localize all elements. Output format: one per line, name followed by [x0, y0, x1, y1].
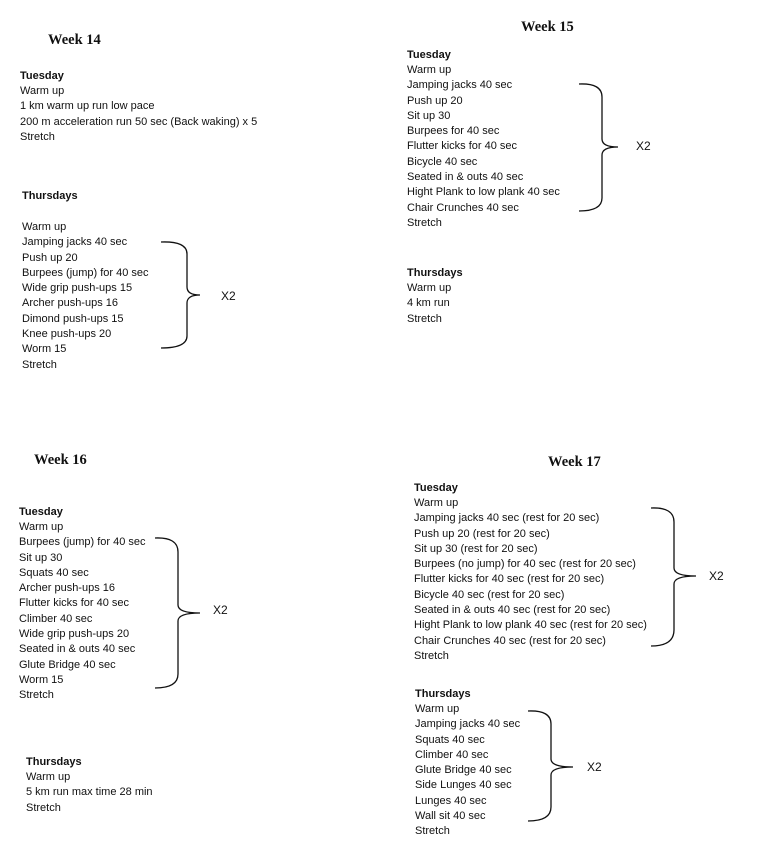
list-item: Dimond push-ups 15: [22, 312, 124, 325]
list-item: Seated in & outs 40 sec (rest for 20 sec…: [414, 604, 611, 617]
week-14-title: Week 14: [48, 32, 101, 48]
week-14-thursday-brace-icon: [160, 241, 201, 349]
list-item: Bicycle 40 sec: [407, 155, 478, 168]
list-item: Burpees (no jump) for 40 sec (rest for 2…: [414, 558, 636, 571]
list-item: Flutter kicks for 40 sec: [19, 597, 130, 610]
week-15-tuesday-repeat-label: X2: [636, 139, 651, 153]
list-item: Glute Bridge 40 sec: [415, 764, 512, 777]
list-item: Stretch: [22, 358, 57, 371]
list-item: Stretch: [415, 825, 450, 838]
list-item: Burpees for 40 sec: [407, 125, 500, 138]
week-17-tuesday-repeat-label: X2: [709, 569, 724, 583]
list-item: Lunges 40 sec: [415, 794, 487, 807]
list-item: Hight Plank to low plank 40 sec: [407, 186, 560, 199]
list-item: Stretch: [407, 216, 442, 229]
week-17-thursday-list: Warm up Jamping jacks 40 sec Squats 40 s…: [415, 702, 520, 840]
list-item: Wall sit 40 sec: [415, 810, 486, 823]
list-item: Jamping jacks 40 sec (rest for 20 sec): [414, 512, 600, 525]
list-item: Glute Bridge 40 sec: [19, 658, 116, 671]
week-17-tuesday-brace-icon: [650, 507, 697, 647]
list-item: Warm up: [26, 771, 71, 783]
list-item: Push up 20: [22, 251, 78, 264]
list-item: Knee push-ups 20: [22, 328, 112, 341]
list-item: Climber 40 sec: [19, 612, 93, 625]
list-item: Warm up: [20, 85, 65, 97]
week-14-tuesday-list: Warm up 1 km warm up run low pace 200 m …: [20, 84, 257, 145]
week-15-title: Week 15: [521, 19, 574, 35]
week-17-title: Week 17: [548, 454, 601, 470]
week-16-tuesday-list: Warm up Burpees (jump) for 40 sec Sit up…: [19, 520, 146, 704]
list-item: Seated in & outs 40 sec: [407, 171, 524, 184]
list-item: Wide grip push-ups 15: [22, 282, 133, 295]
list-item: Bicycle 40 sec (rest for 20 sec): [414, 588, 565, 601]
list-item: Stretch: [20, 130, 55, 143]
list-item: Stretch: [414, 649, 449, 662]
week-16-tuesday-brace-icon: [154, 537, 201, 689]
list-item: 4 km run: [407, 297, 450, 310]
week-17-tuesday-heading: Tuesday: [414, 482, 458, 494]
list-item: Flutter kicks for 40 sec (rest for 20 se…: [414, 573, 605, 586]
list-item: Flutter kicks for 40 sec: [407, 140, 518, 153]
list-item: Warm up: [415, 703, 460, 715]
list-item: 200 m acceleration run 50 sec (Back waki…: [20, 115, 258, 128]
list-item: Squats 40 sec: [19, 566, 89, 579]
week-14-thursday-heading: Thursdays: [22, 190, 78, 202]
list-item: Climber 40 sec: [415, 748, 489, 761]
week-17-thursday-heading: Thursdays: [415, 688, 471, 700]
list-item: Side Lunges 40 sec: [415, 779, 512, 792]
list-item: Seated in & outs 40 sec: [19, 643, 136, 656]
list-item: 1 km warm up run low pace: [20, 100, 155, 113]
list-item: Warm up: [407, 64, 452, 76]
list-item: Archer push-ups 16: [22, 297, 118, 310]
week-16-thursday-heading: Thursdays: [26, 756, 82, 768]
week-16-thursday-list: Warm up 5 km run max time 28 min Stretch: [26, 770, 153, 816]
list-item: Sit up 30: [19, 551, 63, 564]
list-item: Hight Plank to low plank 40 sec (rest fo…: [414, 619, 647, 632]
list-item: Burpees (jump) for 40 sec: [22, 266, 149, 279]
list-item: Warm up: [407, 282, 452, 294]
week-15-tuesday-heading: Tuesday: [407, 49, 451, 61]
week-15-tuesday-brace-icon: [578, 83, 619, 212]
list-item: Sit up 30: [407, 109, 451, 122]
list-item: Jamping jacks 40 sec: [415, 718, 521, 731]
list-item: Stretch: [26, 801, 61, 814]
list-item: Squats 40 sec: [415, 733, 485, 746]
week-15-thursday-list: Warm up 4 km run Stretch: [407, 281, 451, 327]
list-item: Worm 15: [22, 343, 67, 356]
list-item: Chair Crunches 40 sec: [407, 201, 519, 214]
list-item: Sit up 30 (rest for 20 sec): [414, 542, 538, 555]
list-item: Archer push-ups 16: [19, 582, 115, 595]
week-17-tuesday-list: Warm up Jamping jacks 40 sec (rest for 2…: [414, 496, 647, 664]
list-item: Push up 20 (rest for 20 sec): [414, 527, 550, 540]
week-14-thursday-repeat-label: X2: [221, 289, 236, 303]
list-item: Worm 15: [19, 673, 64, 686]
list-item: Warm up: [414, 497, 459, 509]
list-item: Burpees (jump) for 40 sec: [19, 536, 146, 549]
list-item: Jamping jacks 40 sec: [22, 236, 128, 249]
list-item: Stretch: [407, 312, 442, 325]
week-16-tuesday-repeat-label: X2: [213, 603, 228, 617]
week-15-thursday-heading: Thursdays: [407, 267, 463, 279]
list-item: Chair Crunches 40 sec (rest for 20 sec): [414, 634, 606, 647]
list-item: Push up 20: [407, 94, 463, 107]
week-17-thursday-repeat-label: X2: [587, 760, 602, 774]
list-item: Stretch: [19, 689, 54, 702]
list-item: Warm up: [19, 521, 64, 533]
list-item: Warm up: [22, 221, 67, 233]
week-14-tuesday-heading: Tuesday: [20, 70, 64, 82]
week-16-title: Week 16: [34, 452, 87, 468]
list-item: Jamping jacks 40 sec: [407, 79, 513, 92]
list-item: 5 km run max time 28 min: [26, 786, 153, 799]
week-14-thursday-list: Warm up Jamping jacks 40 sec Push up 20 …: [22, 220, 149, 373]
list-item: Wide grip push-ups 20: [19, 628, 130, 641]
week-15-tuesday-list: Warm up Jamping jacks 40 sec Push up 20 …: [407, 63, 560, 231]
week-17-thursday-brace-icon: [527, 710, 574, 822]
week-16-tuesday-heading: Tuesday: [19, 506, 63, 518]
